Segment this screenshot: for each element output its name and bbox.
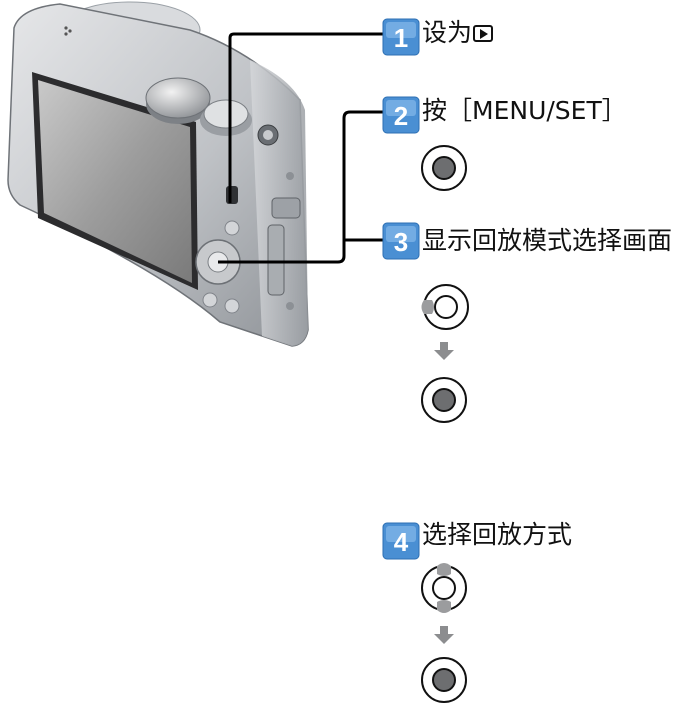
control-wheel-press-up-down-icon (421, 563, 467, 613)
step-2-badge: 2 (382, 96, 420, 134)
step-3-badge: 3 (382, 222, 420, 260)
step-4-text: 选择回放方式 (422, 520, 573, 549)
svg-text:3: 3 (394, 227, 408, 257)
step-1-text: 设为 (422, 18, 494, 48)
step-2-text: 按［MENU/SET］ (422, 96, 627, 125)
control-wheel-press-center-icon (421, 657, 467, 703)
step-1-label: 设为 (422, 18, 473, 47)
step-1-badge: 1 (382, 18, 420, 56)
svg-text:2: 2 (394, 101, 408, 131)
arrow-down-icon (434, 626, 454, 644)
control-wheel-press-center-icon (421, 145, 467, 191)
svg-text:4: 4 (394, 527, 409, 557)
control-wheel-press-center-icon (421, 377, 467, 423)
arrow-down-icon (434, 342, 454, 360)
step-4-badge: 4 (382, 522, 420, 560)
control-wheel-press-left-icon (421, 284, 469, 330)
playback-mode-icon (473, 25, 494, 42)
svg-text:1: 1 (394, 23, 408, 53)
step-3-text: 显示回放模式选择画面 (422, 226, 673, 255)
